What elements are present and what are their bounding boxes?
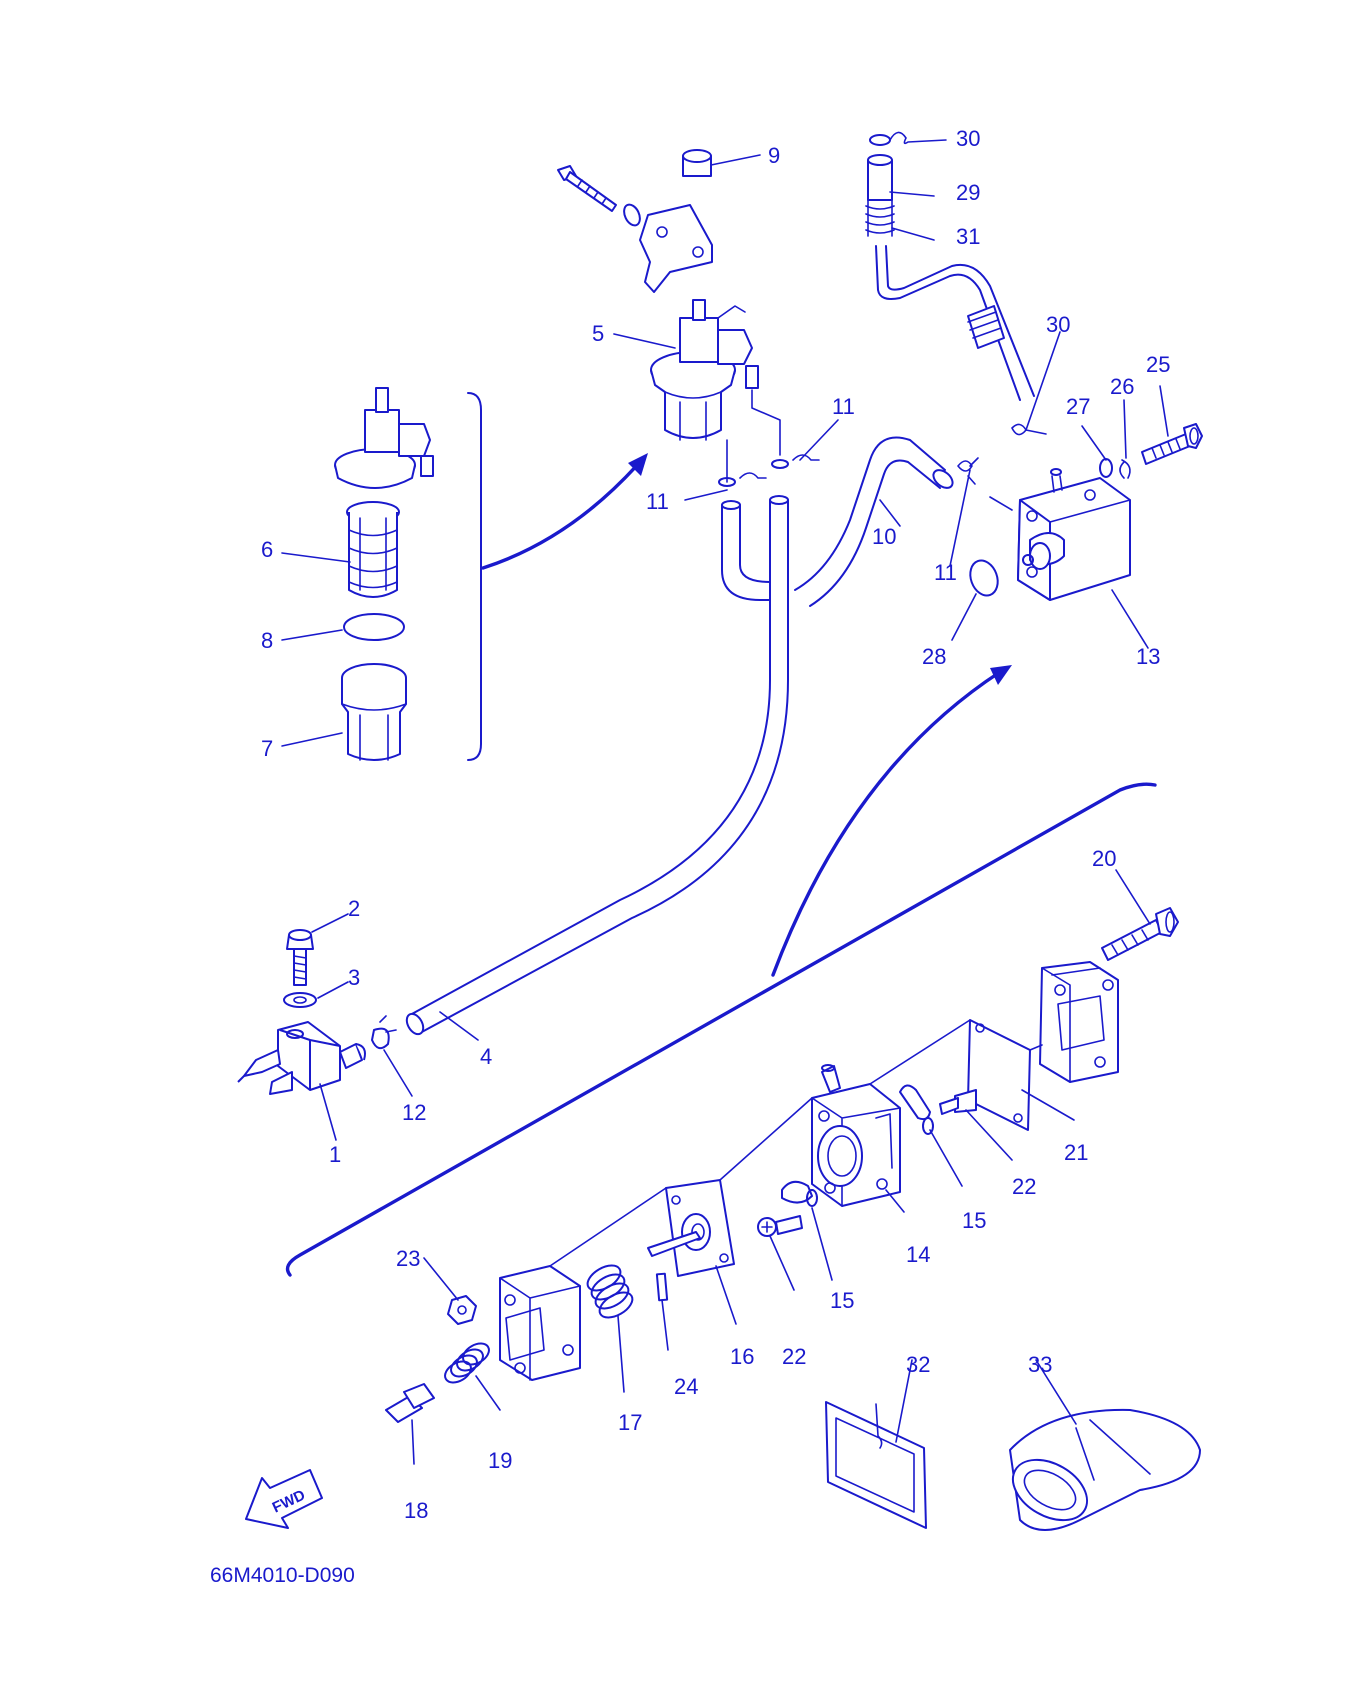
callout-24: 24 [674,1374,698,1399]
callout-1: 1 [329,1142,341,1167]
drawing-code: 66M4010-D090 [210,1564,355,1587]
callout-10: 10 [872,524,896,549]
callout-25: 25 [1146,352,1170,377]
callout-11-left: 11 [646,489,669,514]
callout-33: 33 [1028,1352,1052,1377]
placard-and-boot [825,1401,1201,1531]
callout-15-upper: 15 [962,1208,986,1233]
callout-9: 9 [768,143,780,168]
callout-11-top: 11 [832,394,855,419]
callout-8: 8 [261,628,273,653]
callout-3: 3 [348,965,360,990]
callout-5: 5 [592,321,604,346]
callout-13: 13 [1136,644,1160,669]
callout-6: 6 [261,537,273,562]
callout-2: 2 [348,896,360,921]
callout-32: 32 [906,1352,930,1377]
callout-29: 29 [956,180,980,205]
callout-12: 12 [402,1100,426,1125]
callout-19: 19 [488,1448,512,1473]
callout-labels: 1 2 3 4 5 6 7 8 9 10 11 11 11 12 13 14 1… [261,126,1170,1523]
leader-lines [281,191,1169,1465]
callout-14: 14 [906,1242,930,1267]
fuel-joint-group [237,929,397,1095]
callout-11-right: 11 [934,560,957,585]
callout-23: 23 [396,1246,420,1271]
fuel-pump-assembly [771,423,1203,977]
pump-exploded-frame [285,782,1157,1277]
primer-hose-group [865,131,1047,436]
callout-30-top: 30 [956,126,980,151]
callout-18: 18 [404,1498,428,1523]
callout-4: 4 [480,1044,492,1069]
filter-bracket-group [557,149,761,293]
fuel-filter-exploded-group [334,387,648,761]
pump-exploded-parts [385,907,1179,1423]
callout-21: 21 [1064,1140,1088,1165]
callout-28: 28 [922,644,946,669]
callout-15-lower: 15 [830,1288,854,1313]
callout-20: 20 [1092,846,1116,871]
fwd-direction-arrow [245,1469,323,1529]
callout-27: 27 [1066,394,1090,419]
callout-26: 26 [1110,374,1134,399]
callout-17: 17 [618,1410,642,1435]
fwd-label: FWD [270,1487,308,1517]
callout-16: 16 [730,1344,754,1369]
callout-22-upper: 22 [1012,1174,1036,1199]
fuel-filter-assembly [650,299,759,441]
callout-22-lower: 22 [782,1344,806,1369]
callout-7: 7 [261,736,273,761]
callout-31: 31 [956,224,980,249]
fuel-hoses [405,389,979,1036]
callout-30-lower: 30 [1046,312,1070,337]
